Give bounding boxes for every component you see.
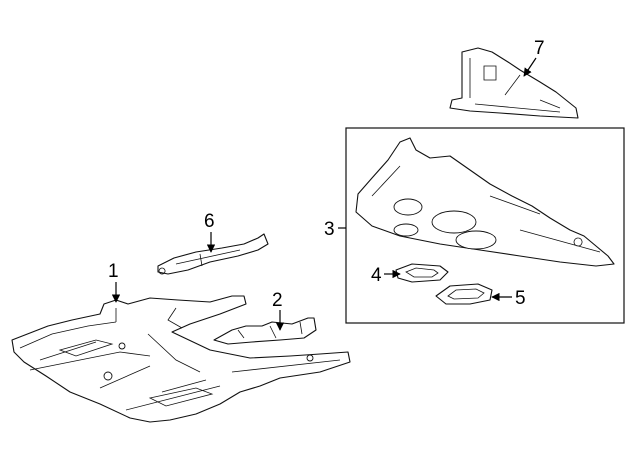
part-7-shield — [449, 47, 579, 119]
part-6-bracket — [157, 233, 269, 275]
part-1-undertray — [11, 295, 351, 423]
part-4-gasket — [395, 263, 449, 283]
part-2-shield — [213, 317, 317, 345]
callout-1: 1 — [108, 261, 119, 282]
callout-2: 2 — [272, 290, 283, 311]
callout-4: 4 — [371, 265, 382, 286]
callout-7: 7 — [534, 38, 545, 59]
callout-5: 5 — [515, 288, 526, 309]
part-5-gasket — [435, 283, 493, 305]
callout-3: 3 — [324, 219, 335, 240]
detail-box — [345, 127, 625, 324]
part-3-shield — [355, 137, 615, 267]
leader-7 — [523, 57, 537, 77]
callout-6: 6 — [204, 211, 215, 232]
